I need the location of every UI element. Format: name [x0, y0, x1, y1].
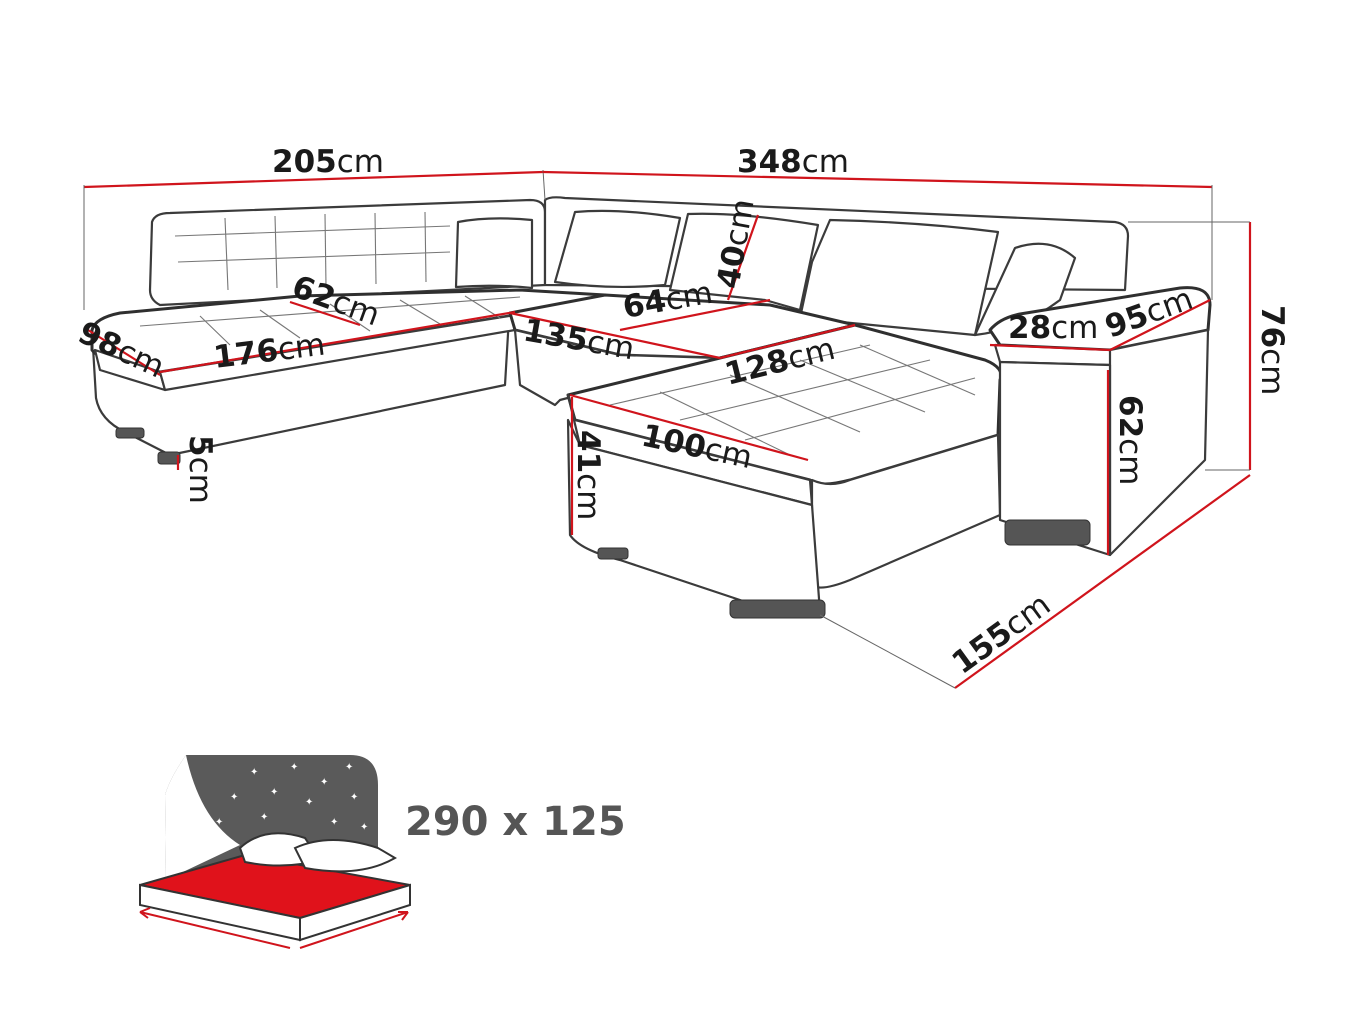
svg-text:✦: ✦	[260, 812, 268, 823]
dim-line-62-seat	[289, 300, 361, 327]
chaise-tufts	[609, 344, 976, 456]
left-back-tufts	[174, 211, 451, 291]
label-62-arm: 62cm	[1112, 395, 1148, 485]
svg-text:✦: ✦	[305, 797, 313, 808]
svg-text:✦: ✦	[320, 777, 328, 788]
bed-arrow-length	[139, 907, 291, 949]
dim-line-348	[542, 170, 1213, 189]
bed-arrow-width	[299, 911, 409, 949]
label-41: 41cm	[570, 430, 606, 520]
label-5: 5cm	[182, 435, 218, 504]
mattress-side	[299, 883, 411, 942]
dimension-lines	[83, 169, 1252, 689]
foot-chaise-1	[597, 547, 629, 560]
dim-line-64	[619, 298, 771, 332]
dim-line-95	[1109, 299, 1211, 351]
moon-curve	[165, 755, 240, 880]
svg-text:✦: ✦	[215, 817, 223, 828]
svg-text:✦: ✦	[330, 817, 338, 828]
svg-text:✦: ✦	[345, 762, 353, 773]
dim-line-176	[159, 310, 516, 374]
sofa-drawing	[90, 196, 1212, 619]
dim-line-28	[989, 343, 1111, 352]
dim-line-205	[83, 170, 544, 189]
center-cushion-1	[553, 209, 682, 289]
label-348: 348cm	[737, 144, 849, 180]
svg-text:✦: ✦	[360, 822, 368, 833]
label-40: 40cm	[710, 196, 761, 291]
dim-line-100	[569, 393, 809, 462]
bed-size-label: 290 x 125	[405, 799, 626, 845]
svg-text:✦: ✦	[350, 792, 358, 803]
label-205: 205cm	[272, 144, 384, 180]
left-pillow	[454, 217, 534, 290]
svg-text:✦: ✦	[270, 787, 278, 798]
bed-icon: ✦✦✦ ✦✦✦ ✦✦✦ ✦✦✦ ✦✦	[139, 755, 411, 949]
label-64: 64cm	[620, 275, 715, 326]
dim-line-40	[726, 214, 760, 301]
center-cushion-3	[798, 218, 1000, 337]
foot-chaise-2	[729, 599, 826, 619]
dim-line-98	[87, 329, 161, 376]
dim-line-128	[719, 323, 856, 360]
center-cushion-2	[668, 212, 820, 312]
right-armrest-side	[998, 360, 1112, 557]
dim-line-155	[954, 474, 1251, 689]
label-76: 76cm	[1254, 305, 1290, 395]
center-base	[513, 328, 722, 407]
right-armrest-top	[988, 286, 1212, 352]
label-28: 28cm	[1008, 310, 1098, 346]
foot-left-1	[115, 427, 145, 439]
svg-text:✦: ✦	[250, 767, 258, 778]
left-seat-tufts	[139, 295, 521, 346]
foot-arm-1	[1004, 519, 1091, 546]
svg-text:✦: ✦	[230, 792, 238, 803]
svg-text:✦: ✦	[290, 762, 298, 773]
label-155: 155cm	[946, 587, 1058, 682]
dim-line-135	[509, 311, 721, 360]
foot-left-2	[157, 451, 181, 465]
pillow-2	[293, 839, 397, 873]
label-176: 176cm	[212, 327, 328, 376]
